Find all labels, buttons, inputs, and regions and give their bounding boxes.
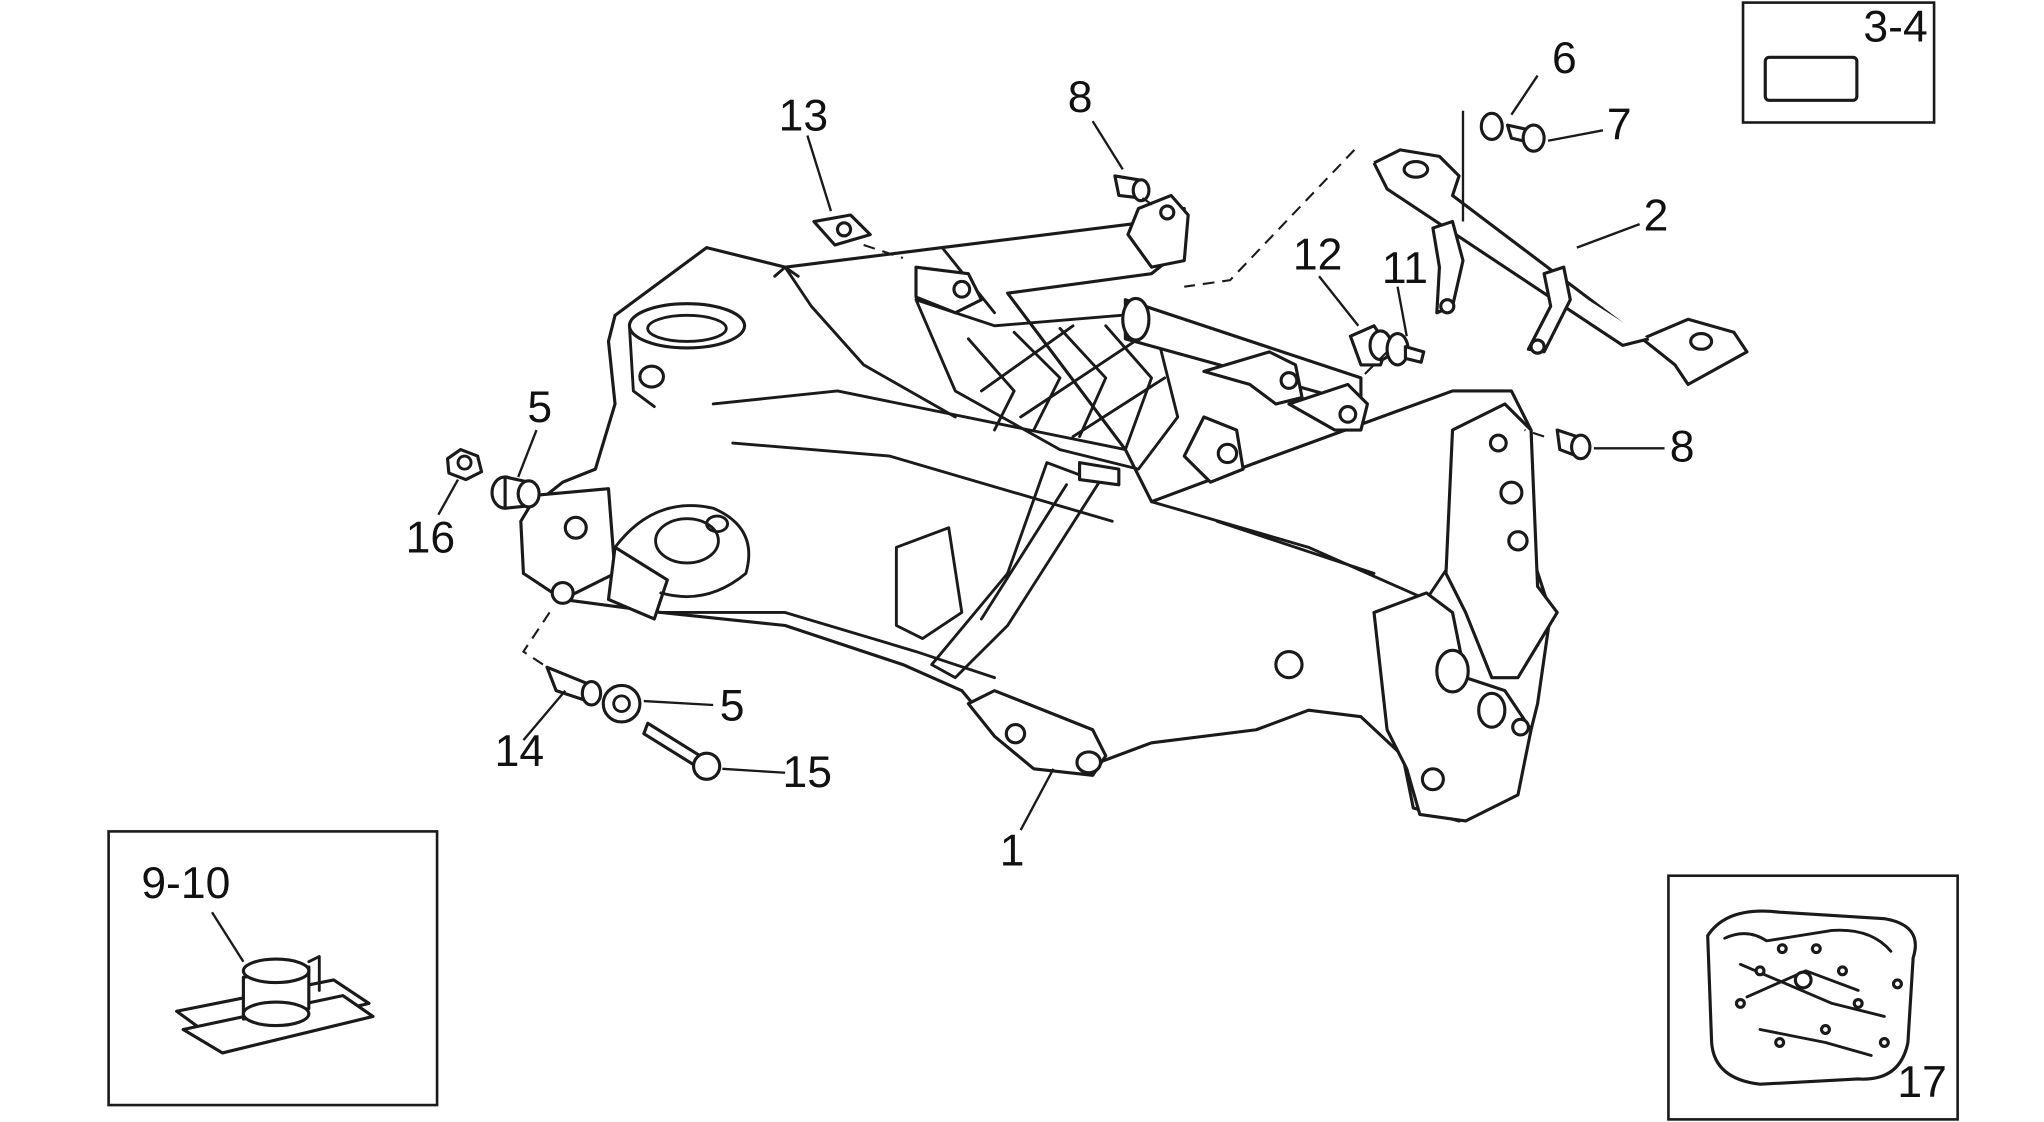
callout-6: 6 bbox=[1552, 34, 1577, 83]
inset-9-10: 9-10 bbox=[107, 830, 439, 1107]
callout-11: 11 bbox=[1382, 244, 1428, 293]
bolt-part-7 bbox=[1505, 123, 1546, 153]
callout-labels: 1 2 6 7 8 8 12 11 13 5 16 5 14 15 bbox=[406, 34, 1695, 875]
callout-3-4: 3-4 bbox=[1863, 3, 1927, 52]
callout-5-lower: 5 bbox=[720, 682, 745, 731]
sleeve-part-14 bbox=[545, 665, 603, 707]
bushing-part-12 bbox=[1348, 324, 1393, 367]
bolt-part-8-right bbox=[1555, 428, 1592, 461]
callout-16: 16 bbox=[406, 514, 455, 563]
leader-lines bbox=[437, 74, 1665, 831]
callout-12: 12 bbox=[1293, 231, 1342, 280]
callout-5-upper: 5 bbox=[527, 383, 552, 432]
callout-9-10: 9-10 bbox=[141, 859, 230, 908]
callout-14: 14 bbox=[495, 727, 544, 776]
spacer-part-5-upper bbox=[490, 475, 541, 510]
bolt-part-8-top bbox=[1113, 174, 1151, 203]
callout-13: 13 bbox=[779, 91, 828, 140]
hardware-bag-icon bbox=[1706, 909, 1917, 1086]
washer-part-6 bbox=[1479, 111, 1504, 141]
speed-nut-icon bbox=[175, 955, 375, 1055]
callout-2: 2 bbox=[1644, 192, 1669, 241]
callout-8-top: 8 bbox=[1068, 73, 1093, 122]
nut-part-16 bbox=[445, 448, 484, 482]
trellis-lattice bbox=[914, 298, 1180, 471]
bolt-part-15 bbox=[642, 721, 722, 781]
inset-17: 17 bbox=[1667, 874, 1959, 1121]
label-plate-icon bbox=[1763, 55, 1859, 102]
inset-3-4: 3-4 bbox=[1741, 1, 1936, 124]
rear-crossbar-part-2 bbox=[1372, 148, 1749, 386]
callout-17: 17 bbox=[1897, 1058, 1946, 1107]
callout-1: 1 bbox=[1000, 826, 1025, 875]
callout-7: 7 bbox=[1607, 101, 1632, 150]
callout-8-right: 8 bbox=[1670, 422, 1695, 471]
callout-15: 15 bbox=[783, 748, 832, 797]
nut-part-11 bbox=[1385, 332, 1426, 367]
assembly-guides bbox=[521, 149, 1545, 669]
frame-body bbox=[519, 193, 1559, 823]
spacer-part-5-lower bbox=[601, 683, 642, 724]
clip-part-13 bbox=[812, 213, 872, 247]
